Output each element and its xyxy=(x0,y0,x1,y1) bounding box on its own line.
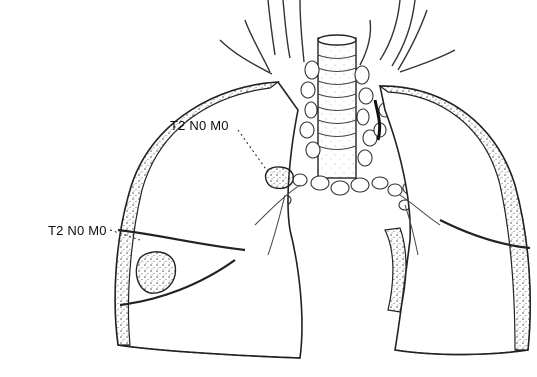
central-tumor-label: T2 N0 M0 xyxy=(170,118,229,133)
central-tumor xyxy=(266,167,294,188)
peripheral-tumor-label: T2 N0 M0 xyxy=(48,223,107,238)
left-lung xyxy=(375,86,530,355)
trachea xyxy=(318,35,356,178)
